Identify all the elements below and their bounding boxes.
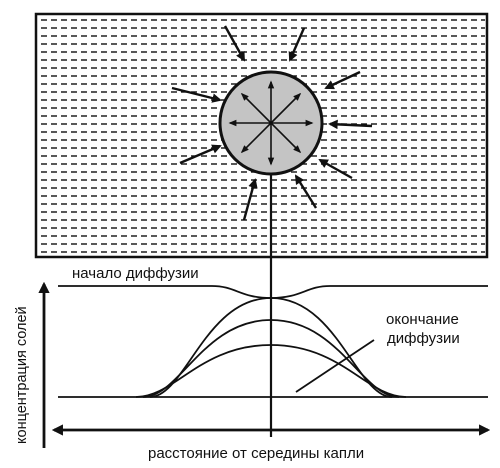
solution-box xyxy=(34,12,489,259)
inward-arrow xyxy=(223,25,246,62)
outward-arrow xyxy=(270,92,302,124)
inward-arrows xyxy=(171,25,373,221)
concentration-curves xyxy=(58,285,488,398)
inward-arrow xyxy=(171,86,222,103)
inward-arrow xyxy=(242,178,258,221)
end-label-leader xyxy=(295,339,375,393)
inward-arrow xyxy=(318,158,353,180)
inward-arrow xyxy=(294,174,318,209)
label-diffusion-start: начало диффузии xyxy=(72,265,199,282)
outward-arrow xyxy=(240,92,272,124)
inward-arrow xyxy=(328,119,373,130)
outward-arrow xyxy=(270,122,302,154)
inward-arrow xyxy=(324,70,361,90)
label-diffusion-end-line2: диффузии xyxy=(387,330,460,347)
curve-start xyxy=(58,285,488,299)
x-axis-label: расстояние от середины капли xyxy=(148,445,364,462)
inward-arrow xyxy=(179,144,222,165)
y-axis-label: концентрация солей xyxy=(14,306,30,444)
inward-arrow xyxy=(288,27,306,62)
label-diffusion-end-line1: окончание xyxy=(386,311,459,328)
curve-peak-low xyxy=(135,344,407,398)
curve-peak-mid xyxy=(142,319,400,398)
outward-arrow xyxy=(240,122,272,154)
outward-arrows xyxy=(228,80,314,166)
